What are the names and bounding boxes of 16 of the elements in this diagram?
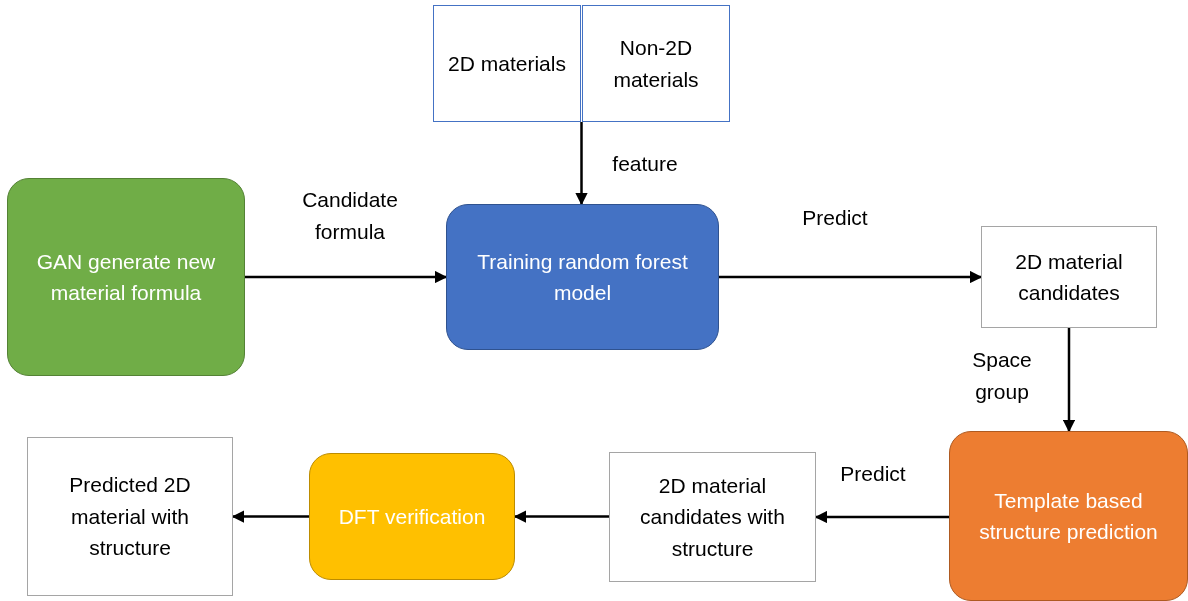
process-box: Template based structure prediction bbox=[949, 431, 1188, 601]
arrow bbox=[231, 510, 309, 523]
arrow bbox=[245, 270, 448, 284]
result-box: Predicted 2D material with structure bbox=[27, 437, 233, 596]
arrow bbox=[575, 122, 588, 206]
process-box: DFT verification bbox=[309, 453, 515, 580]
process-box: Training random forest model bbox=[446, 204, 719, 350]
result-box: 2D material candidates bbox=[981, 226, 1157, 328]
arrow bbox=[513, 510, 609, 523]
arrow bbox=[1062, 328, 1076, 433]
data-box: Non-2D materials bbox=[582, 5, 730, 122]
process-box: GAN generate new material formula bbox=[7, 178, 245, 376]
arrow bbox=[814, 510, 949, 524]
arrow bbox=[719, 270, 983, 284]
result-box: 2D material candidates with structure bbox=[609, 452, 816, 582]
data-box: 2D materials bbox=[433, 5, 581, 122]
